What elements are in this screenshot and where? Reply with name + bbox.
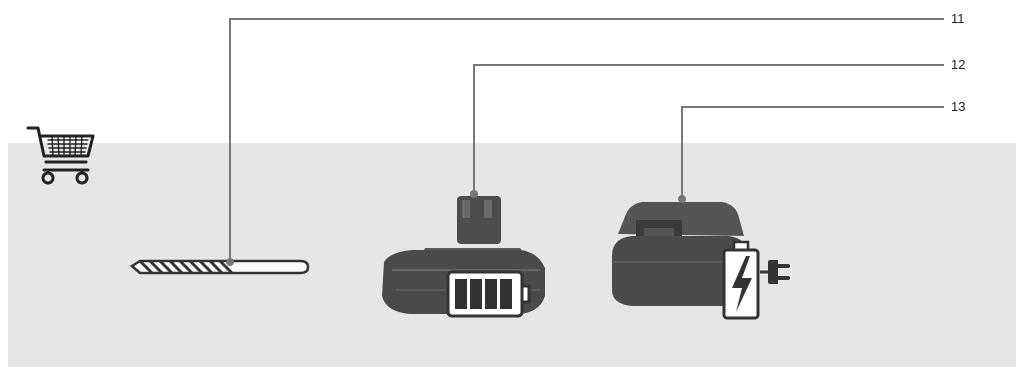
leader-lines — [229, 18, 944, 262]
drill-bit — [129, 259, 310, 275]
leader-line-12 — [473, 64, 944, 194]
battery-level-icon — [446, 270, 531, 318]
leader-line-11 — [229, 18, 944, 262]
power-plug-icon — [760, 260, 790, 284]
shopping-cart-icon — [26, 126, 95, 185]
charging-battery-icon — [722, 240, 760, 320]
callout-number-12: 12 — [951, 57, 966, 72]
leader-line-13 — [681, 106, 944, 199]
callout-number-13: 13 — [951, 99, 966, 114]
leader-dots — [226, 190, 686, 266]
battery-charger — [612, 202, 750, 306]
callout-number-11: 11 — [951, 11, 965, 26]
